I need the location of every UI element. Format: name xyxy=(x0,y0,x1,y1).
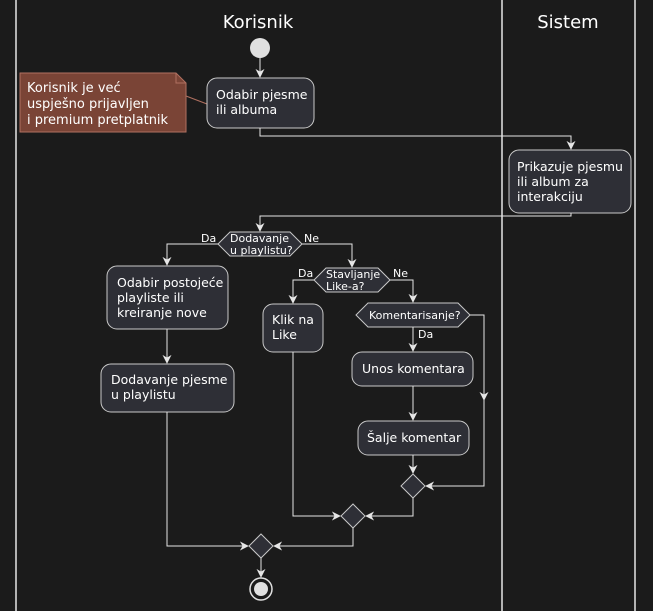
merge-like xyxy=(340,503,366,529)
activity-unos-komentara-label: Unos komentara xyxy=(362,361,465,376)
note-box xyxy=(19,72,187,133)
lane-title-korisnik: Korisnik xyxy=(223,12,294,33)
note-text: Korisnik je već uspješno prijavljen i pr… xyxy=(27,81,169,128)
merge-playlist xyxy=(248,533,274,559)
note-connector xyxy=(185,95,208,105)
decision-playlist-no: Ne xyxy=(304,232,319,245)
activity-prikazuje-pjesmu-label: Prikazuje pjesmu ili album za interakcij… xyxy=(517,159,627,204)
decision-like-yes: Da xyxy=(298,267,313,280)
flow-edges xyxy=(162,58,576,578)
activity-dodavanje-pjesme-label: Dodavanje pjesme u playlistu xyxy=(111,372,231,402)
start-node xyxy=(250,38,270,58)
activity-odabir-pjesme-label: Odabir pjesme ili albuma xyxy=(216,87,311,117)
decision-like-no: Ne xyxy=(393,267,408,280)
activity-odabir-playliste-label: Odabir postojeće playliste ili kreiranje… xyxy=(117,275,227,320)
activity-salje-komentar-label: Šalje komentar xyxy=(367,430,462,445)
decision-like-label: Stavljanje Like-a? xyxy=(326,268,384,293)
decision-komentar-yes: Da xyxy=(418,328,433,341)
end-node-inner xyxy=(254,582,268,596)
lane-title-sistem: Sistem xyxy=(537,12,598,33)
merge-komentar xyxy=(400,473,426,499)
decision-komentar-label: Komentarisanje? xyxy=(369,309,461,322)
decision-playlist-yes: Da xyxy=(201,232,216,245)
end-node-outer xyxy=(249,577,273,601)
decision-playlist-label: Dodavanje u playlistu? xyxy=(230,232,293,257)
activity-prikazuje-pjesmu xyxy=(508,149,632,214)
activity-klik-like-label: Klik na Like xyxy=(272,312,318,342)
